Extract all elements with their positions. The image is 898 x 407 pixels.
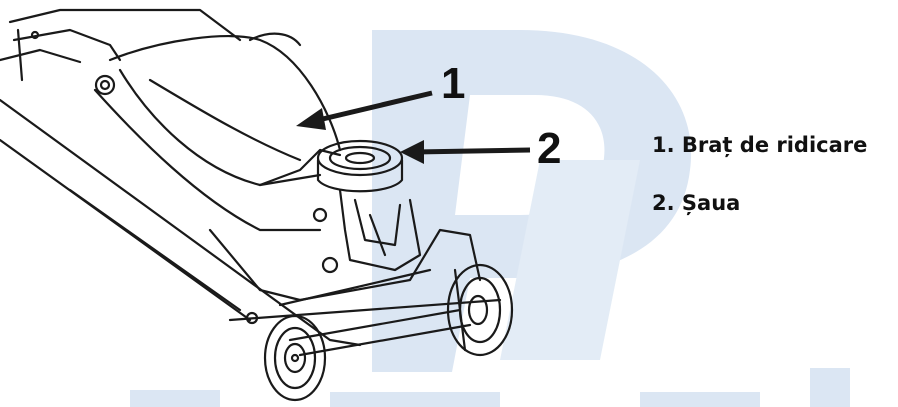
legend-item-saddle: 2. Șaua <box>652 191 741 215</box>
legend: 1. Braț de ridicare 2. Șaua <box>652 133 867 215</box>
callout-number-2: 2 <box>537 124 562 173</box>
legend-item-lifting-arm: 1. Braț de ridicare <box>652 133 868 157</box>
jack-line-art <box>0 8 514 402</box>
callout-arrow-2 <box>400 140 531 164</box>
callout-number-1: 1 <box>441 59 466 108</box>
callout-arrow-1 <box>296 90 433 130</box>
